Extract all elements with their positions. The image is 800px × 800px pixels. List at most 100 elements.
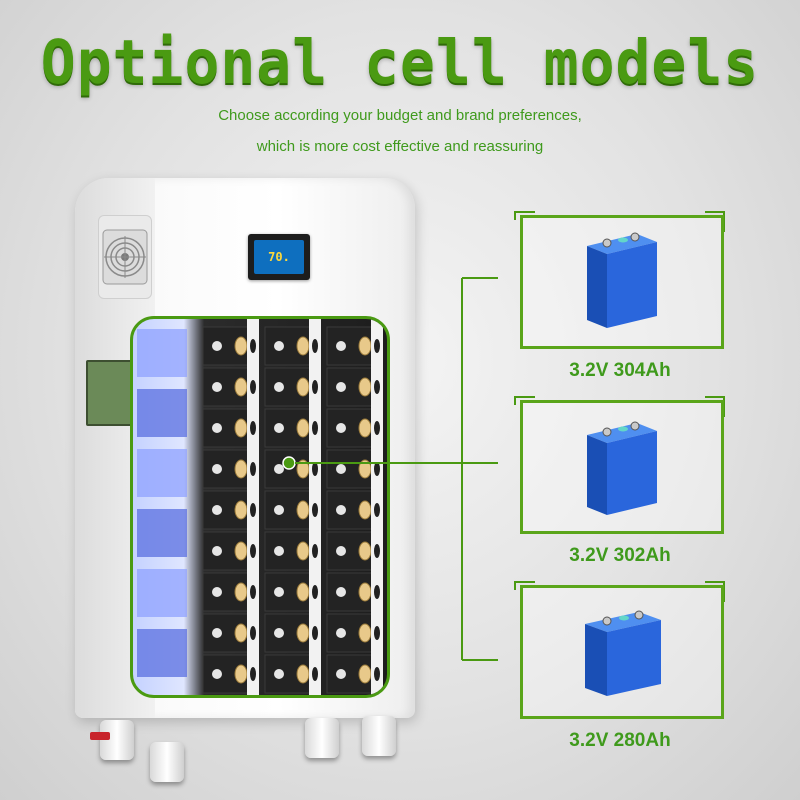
bus-bar-slot (250, 503, 256, 517)
bus-bar-slot (312, 544, 318, 558)
side-cell-block (137, 629, 187, 677)
bus-bar-slot (250, 626, 256, 640)
cell-terminal-gold (358, 541, 372, 561)
bus-bar-slot (374, 421, 380, 435)
cell-terminal (212, 505, 222, 515)
bus-bar-slot (250, 421, 256, 435)
side-cell-block (137, 329, 187, 377)
display-reading: 70. (254, 240, 304, 274)
bus-bar-slot (312, 667, 318, 681)
bus-bar-slot (312, 626, 318, 640)
caster-wheel-front-left (90, 720, 134, 760)
cell-terminal (212, 382, 222, 392)
cell-terminal (274, 628, 284, 638)
cell-option-label-280ah: 3.2V 280Ah (569, 730, 671, 751)
page-title: Optional cell models (40, 26, 760, 98)
cell-terminal-gold (234, 541, 248, 561)
bus-bar-slot (374, 585, 380, 599)
cell-terminal (274, 505, 284, 515)
bms-display: 70. (248, 234, 310, 280)
cell-terminal (336, 341, 346, 351)
cell-terminal (274, 669, 284, 679)
fan-grille-icon (98, 215, 152, 299)
bus-bar-slot (312, 339, 318, 353)
cell-terminal-gold (296, 541, 310, 561)
cell-terminal (212, 546, 222, 556)
cell-terminal-gold (358, 459, 372, 479)
cell-terminal (274, 546, 284, 556)
cell-terminal (274, 587, 284, 597)
cell-terminal-gold (296, 336, 310, 356)
cell-block (326, 449, 376, 489)
cell-terminal-gold (296, 582, 310, 602)
cell-terminal-gold (234, 459, 248, 479)
cell-terminal (336, 546, 346, 556)
caster-wheel-front-right (362, 716, 396, 756)
caster-wheel-back (305, 718, 339, 758)
cell-terminal-gold (358, 664, 372, 684)
wheel-lock-icon (90, 732, 110, 740)
cell-terminal (212, 628, 222, 638)
bus-bar-slot (374, 667, 380, 681)
cell-terminal-gold (358, 500, 372, 520)
cell-terminal (212, 341, 222, 351)
cell-terminal (212, 464, 222, 474)
cell-option-304ah[interactable] (520, 215, 724, 349)
bus-bar-slot (250, 339, 256, 353)
bus-bar-slot (250, 462, 256, 476)
bus-bar-slot (312, 462, 318, 476)
cell-terminal-gold (358, 418, 372, 438)
cell-terminal (274, 423, 284, 433)
cell-terminal-gold (296, 664, 310, 684)
cell-terminal-gold (358, 336, 372, 356)
cell-terminal (274, 464, 284, 474)
cell-terminal (212, 669, 222, 679)
bus-bar-slot (312, 421, 318, 435)
bus-bar-slot (374, 462, 380, 476)
cell-terminal-gold (234, 377, 248, 397)
bus-bar-slot (312, 503, 318, 517)
bus-bar-slot (374, 380, 380, 394)
cell-terminal-gold (234, 664, 248, 684)
side-cell-block (137, 569, 187, 617)
cell-terminal-gold (358, 623, 372, 643)
cell-terminal (336, 382, 346, 392)
cell-terminal (212, 587, 222, 597)
side-cell-block (137, 449, 187, 497)
cell-terminal (336, 587, 346, 597)
cell-option-302ah[interactable] (520, 400, 724, 534)
prismatic-cell-icon (587, 232, 657, 328)
cell-terminal (336, 423, 346, 433)
cell-terminal (336, 464, 346, 474)
cell-option-280ah[interactable] (520, 585, 724, 719)
bus-bar-slot (374, 503, 380, 517)
bus-bar-slot (312, 380, 318, 394)
cell-terminal (336, 669, 346, 679)
internal-cells-graphic (137, 319, 383, 695)
side-cell-block (137, 509, 187, 557)
cell-terminal-gold (296, 500, 310, 520)
cell-terminal-gold (296, 377, 310, 397)
cell-terminal-gold (296, 459, 310, 479)
cell-terminal-gold (234, 336, 248, 356)
cell-terminal (336, 505, 346, 515)
cell-terminal (212, 423, 222, 433)
caster-wheel-front-middle (150, 742, 184, 782)
cell-option-label-304ah: 3.2V 304Ah (569, 360, 671, 381)
bus-bar-slot (374, 339, 380, 353)
subtitle-line-2: which is more cost effective and reassur… (256, 138, 544, 155)
cell-terminal-gold (358, 377, 372, 397)
subtitle-line-1: Choose according your budget and brand p… (218, 107, 582, 124)
cell-option-label-302ah: 3.2V 302Ah (569, 545, 671, 566)
cell-terminal-gold (296, 623, 310, 643)
cell-terminal-gold (234, 623, 248, 643)
cell-terminal (336, 628, 346, 638)
bus-bar-slot (374, 626, 380, 640)
cell-terminal (274, 341, 284, 351)
bus-bar-slot (374, 544, 380, 558)
cell-terminal-gold (234, 418, 248, 438)
cell-terminal (274, 382, 284, 392)
cell-terminal-gold (358, 582, 372, 602)
prismatic-cell-icon (587, 421, 657, 515)
cells-cutaway-window (130, 316, 390, 698)
